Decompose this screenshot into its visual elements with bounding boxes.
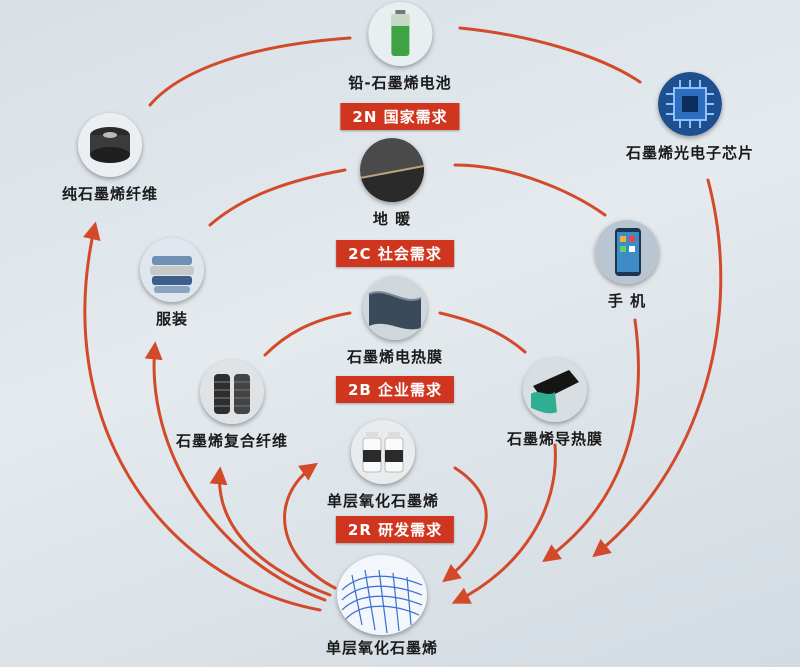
node-label: 单层氧化石墨烯 bbox=[326, 492, 440, 510]
node-graphene-thermal-film: 石墨烯导热膜 bbox=[507, 358, 603, 449]
heating-film-icon bbox=[362, 276, 427, 340]
fiber-spool-icon bbox=[77, 113, 142, 177]
arrow-down-from-phone bbox=[542, 318, 640, 563]
banner-research-demand: 2R 研发需求 bbox=[335, 516, 455, 543]
yarn-spool-icon bbox=[199, 360, 264, 424]
node-pure-graphene-fiber: 纯石墨烯纤维 bbox=[62, 113, 158, 204]
node-lead-graphene-battery: 铅-石墨烯电池 bbox=[348, 2, 451, 93]
node-label: 手 机 bbox=[607, 292, 647, 310]
battery-icon bbox=[367, 2, 432, 66]
arrow-up-to-clothing bbox=[144, 341, 327, 602]
node-label: 石墨烯电热膜 bbox=[346, 348, 444, 366]
arrow-up-to-pure-fiber bbox=[83, 221, 322, 612]
node-label: 石墨烯复合纤维 bbox=[175, 432, 289, 450]
arrow-up-to-graphene-oxide bbox=[283, 462, 337, 590]
arrow-battery-to-fiber bbox=[148, 36, 352, 107]
arrow-down-from-oxide bbox=[442, 466, 488, 583]
node-mobile-phone: 手 机 bbox=[595, 220, 659, 311]
node-graphene-composite-fiber: 石墨烯复合纤维 bbox=[176, 360, 288, 451]
arrow-film-to-clothing bbox=[263, 311, 352, 357]
reagent-bottles-icon bbox=[350, 420, 415, 484]
node-floor-heating: 地 暖 bbox=[360, 138, 424, 229]
node-label: 石墨烯导热膜 bbox=[506, 430, 604, 448]
arrow-chip-to-battery bbox=[458, 26, 642, 84]
node-clothing: 服装 bbox=[140, 238, 204, 329]
node-label: 石墨烯光电子芯片 bbox=[625, 144, 755, 162]
clothing-icon bbox=[140, 238, 204, 302]
node-graphene-photonic-chip: 石墨烯光电子芯片 bbox=[626, 72, 754, 163]
node-label: 单层氧化石墨烯 bbox=[325, 639, 439, 657]
phone-icon bbox=[595, 220, 659, 284]
arrow-heating-to-clothing bbox=[208, 168, 347, 227]
arrow-down-from-chip bbox=[592, 178, 723, 558]
node-label: 铅-石墨烯电池 bbox=[348, 74, 452, 92]
node-graphene-heating-film: 石墨烯电热膜 bbox=[347, 276, 443, 367]
chip-icon bbox=[657, 72, 722, 136]
arrow-down-from-thermal bbox=[451, 443, 557, 604]
banner-national-demand: 2N 国家需求 bbox=[340, 103, 460, 130]
node-label: 地 暖 bbox=[372, 210, 412, 228]
banner-social-demand: 2C 社会需求 bbox=[336, 240, 454, 267]
graphene-lattice-icon bbox=[336, 555, 427, 635]
node-monolayer-graphene-oxide: 单层氧化石墨烯 bbox=[326, 555, 438, 658]
thermal-film-icon bbox=[522, 358, 587, 422]
node-label: 纯石墨烯纤维 bbox=[61, 185, 159, 203]
node-graphene-oxide-product: 单层氧化石墨烯 bbox=[327, 420, 439, 511]
banner-enterprise-demand: 2B 企业需求 bbox=[335, 376, 455, 403]
node-label: 服装 bbox=[155, 310, 188, 328]
arrow-phone-to-heating bbox=[453, 163, 607, 217]
floor-heating-icon bbox=[360, 138, 424, 202]
arrow-thermal-to-film bbox=[438, 311, 527, 354]
arrow-up-to-composite-fiber bbox=[209, 466, 332, 597]
